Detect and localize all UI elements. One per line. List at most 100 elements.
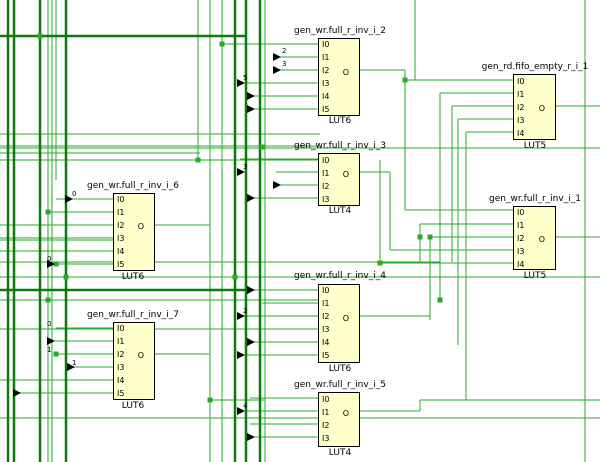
- pin-label: I3: [322, 195, 330, 204]
- pin-label: I3: [322, 79, 330, 88]
- pin-label: I1: [322, 169, 330, 178]
- wire-junction: [417, 234, 423, 240]
- lut-cell[interactable]: I0 I1 I2 I3 I4 I5 O: [318, 38, 360, 116]
- wire-junction: [45, 297, 51, 303]
- port-marker: [247, 194, 255, 202]
- pin-label: I1: [517, 221, 525, 230]
- cell-type-label: LUT6: [328, 116, 352, 126]
- bus-index-label: 1: [47, 346, 52, 354]
- pin-label: I5: [117, 389, 125, 398]
- cell-type-label: LUT6: [121, 272, 145, 282]
- bus-wires: [0, 0, 262, 462]
- wire-junction: [377, 260, 383, 266]
- pin-label: I0: [322, 395, 330, 404]
- pin-label: I5: [322, 351, 330, 360]
- bus-index-label: 3: [243, 163, 248, 171]
- bus-index-label: 3: [282, 60, 287, 68]
- port-marker: [67, 363, 75, 371]
- cell-type-label: LUT4: [328, 206, 352, 216]
- port-marker: [247, 338, 255, 346]
- pin-label: I4: [117, 376, 125, 385]
- cell-type-label: LUT6: [121, 401, 145, 411]
- bus-index-label: 4: [243, 402, 248, 410]
- pin-label: I0: [117, 195, 125, 204]
- port-marker: [65, 195, 73, 203]
- bus-index-label: 5: [243, 74, 248, 82]
- port-marker: [237, 79, 245, 87]
- pin-label: I4: [117, 247, 125, 256]
- wire-junction: [207, 397, 213, 403]
- lut-cell[interactable]: I0 I1 I2 I3 I4 O: [513, 74, 556, 140]
- lut-cell[interactable]: I0 I1 I2 I3 I4 O: [513, 206, 556, 270]
- cell-type-label: LUT5: [523, 271, 547, 281]
- lut-cell[interactable]: I0 I1 I2 I3 I4 I5 O: [318, 284, 360, 363]
- pin-label: I5: [117, 260, 125, 269]
- wire-junction: [37, 33, 43, 39]
- wire-junction: [53, 351, 59, 357]
- cell-instance-name: gen_wr.full_r_inv_i_2: [294, 26, 386, 36]
- wire-junction: [427, 234, 433, 240]
- cell-instance-name: gen_wr.full_r_inv_i_7: [87, 310, 179, 320]
- bus-index-label: 0: [47, 255, 52, 263]
- pin-label: I1: [117, 208, 125, 217]
- port-marker: [47, 337, 55, 345]
- pin-label: I4: [517, 260, 525, 269]
- pin-label: I3: [517, 247, 525, 256]
- pin-label: I2: [517, 234, 525, 243]
- port-marker: [237, 407, 245, 415]
- cell-instance-name: gen_wr.full_r_inv_i_6: [87, 181, 179, 191]
- pin-label: I4: [322, 92, 330, 101]
- pin-label: I3: [117, 234, 125, 243]
- port-marker: [237, 312, 245, 320]
- port-marker: [247, 286, 255, 294]
- cell-instance-name: gen_rd.fifo_empty_r_i_1: [481, 62, 589, 72]
- port-marker: [13, 389, 21, 397]
- output-pin-label: O: [137, 222, 144, 231]
- port-marker: [247, 105, 255, 113]
- pin-label: I1: [322, 299, 330, 308]
- port-marker: [247, 92, 255, 100]
- lut-cell[interactable]: I0 I1 I2 I3 O: [318, 392, 360, 447]
- cell-type-label: LUT6: [328, 364, 352, 374]
- pin-label: I5: [322, 105, 330, 114]
- pin-label: I2: [322, 66, 330, 75]
- pin-label: I3: [322, 434, 330, 443]
- wire-junction: [402, 77, 408, 83]
- port-marker: [237, 351, 245, 359]
- pin-label: I0: [117, 324, 125, 333]
- pin-label: I1: [322, 53, 330, 62]
- bus-index-label: 0: [47, 320, 52, 328]
- lut-cell[interactable]: I0 I1 I2 I3 O: [318, 153, 360, 206]
- bus-index-label: 1: [72, 359, 77, 367]
- wire-junction: [53, 261, 59, 267]
- cell-type-label: LUT4: [328, 448, 352, 458]
- wire-junctions: [13, 33, 443, 441]
- cell-instance-name: gen_wr.full_r_inv_i_5: [294, 380, 386, 390]
- pin-label: I1: [517, 90, 525, 99]
- wire-junction: [63, 274, 69, 280]
- pin-label: I1: [117, 337, 125, 346]
- port-marker: [273, 181, 281, 189]
- pin-label: I4: [322, 338, 330, 347]
- wire-junction: [437, 297, 443, 303]
- port-marker: [273, 66, 281, 74]
- pin-label: I2: [322, 421, 330, 430]
- pin-label: I4: [517, 129, 525, 138]
- pin-label: I2: [517, 103, 525, 112]
- bus-index-label: 0: [72, 190, 77, 198]
- wire-junction: [219, 41, 225, 47]
- lut-cell[interactable]: I0 I1 I2 I3 I4 I5 O: [113, 322, 155, 400]
- output-pin-label: O: [342, 68, 349, 77]
- pin-label: I3: [517, 116, 525, 125]
- pin-label: I0: [322, 156, 330, 165]
- output-pin-label: O: [342, 170, 349, 179]
- lut-cell[interactable]: I0 I1 I2 I3 I4 I5 O: [113, 193, 155, 271]
- cell-instance-name: gen_wr.full_r_inv_i_3: [294, 141, 386, 151]
- cell-instance-name: gen_wr.full_r_inv_i_1: [489, 194, 581, 204]
- pin-label: I0: [517, 77, 525, 86]
- pin-label: I0: [517, 208, 525, 217]
- pin-label: I3: [117, 363, 125, 372]
- pin-label: I0: [322, 40, 330, 49]
